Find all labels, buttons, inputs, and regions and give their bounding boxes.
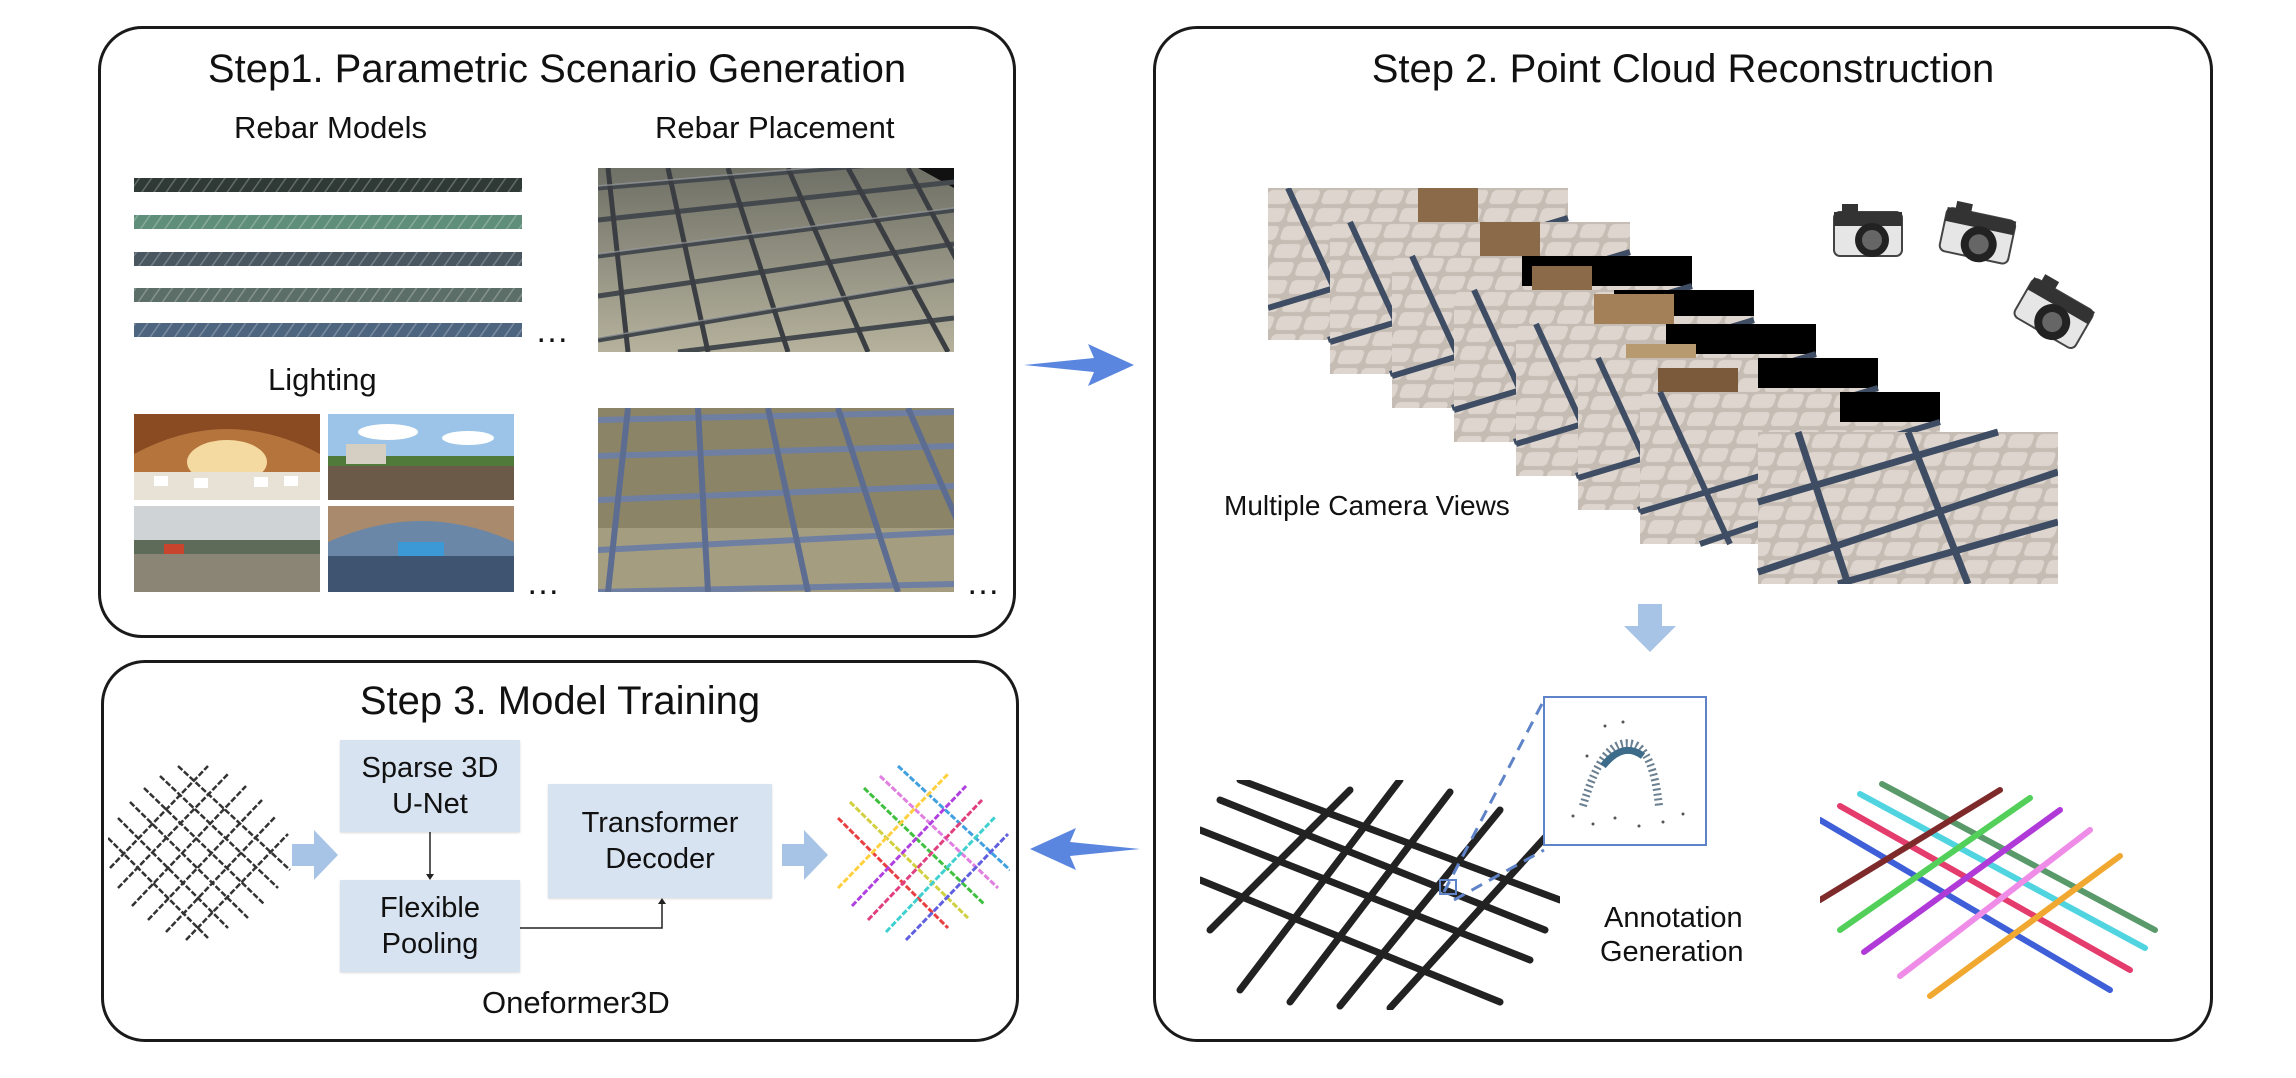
flexible-pooling-line1: Flexible: [380, 892, 480, 924]
camera-views-stack: [1268, 188, 2058, 584]
camera-icon: [1833, 204, 1903, 257]
input-point-cloud: [108, 765, 291, 941]
zoom-inset: [1543, 696, 1707, 846]
annotated-rebar-grid: [1820, 781, 2158, 999]
sparse-unet-block: Sparse 3D U-Net: [340, 740, 520, 832]
step2-title: Step 2. Point Cloud Reconstruction: [1371, 47, 1995, 91]
lighting-ellipsis: …: [526, 564, 562, 602]
rebar-models-ellipsis: …: [535, 312, 571, 350]
step2-to-step3-arrow: [1030, 828, 1140, 870]
output-segmented-cloud: [836, 764, 1010, 942]
network-connectors: [426, 832, 666, 929]
sparse-unet-line1: Sparse 3D: [361, 752, 499, 784]
camera-icon: [2013, 274, 2095, 349]
camera-views-label: Multiple Camera Views: [1224, 490, 1510, 521]
annotation-line2: Generation: [1600, 936, 1744, 968]
lighting-image-4: [328, 506, 514, 592]
rebar-models-label: Rebar Models: [234, 110, 427, 145]
point-cloud-rebar-grid: [1200, 780, 1560, 1010]
transformer-line1: Transformer: [581, 807, 739, 839]
annotation-line1: Annotation: [1604, 902, 1743, 934]
rebar-placement-ellipsis: …: [966, 564, 1002, 602]
sparse-unet-line2: U-Net: [392, 788, 468, 820]
lighting-image-3: [134, 506, 320, 592]
rebar-placement-image-2: [598, 408, 954, 592]
rebar-placement-label: Rebar Placement: [655, 110, 895, 145]
flexible-pooling-line2: Pooling: [381, 928, 479, 960]
model-name-label: Oneformer3D: [482, 985, 670, 1020]
rebar-models-image: [134, 178, 522, 337]
rebar-placement-image-1: [598, 168, 954, 352]
output-arrow: [782, 830, 828, 880]
lighting-image-2: [328, 414, 514, 500]
step1-title: Step1. Parametric Scenario Generation: [207, 47, 907, 91]
down-arrow: [1624, 604, 1676, 652]
camera-view-frames: [1268, 188, 2058, 584]
input-arrow: [292, 830, 338, 880]
lighting-label: Lighting: [268, 362, 377, 397]
step3-title: Step 3. Model Training: [359, 679, 761, 723]
zoom-lines: [1442, 699, 1546, 902]
camera-icon: [1938, 200, 2017, 265]
transformer-line2: Decoder: [605, 843, 715, 875]
lighting-image-1: [134, 414, 320, 500]
step1-to-step2-arrow: [1024, 344, 1134, 386]
